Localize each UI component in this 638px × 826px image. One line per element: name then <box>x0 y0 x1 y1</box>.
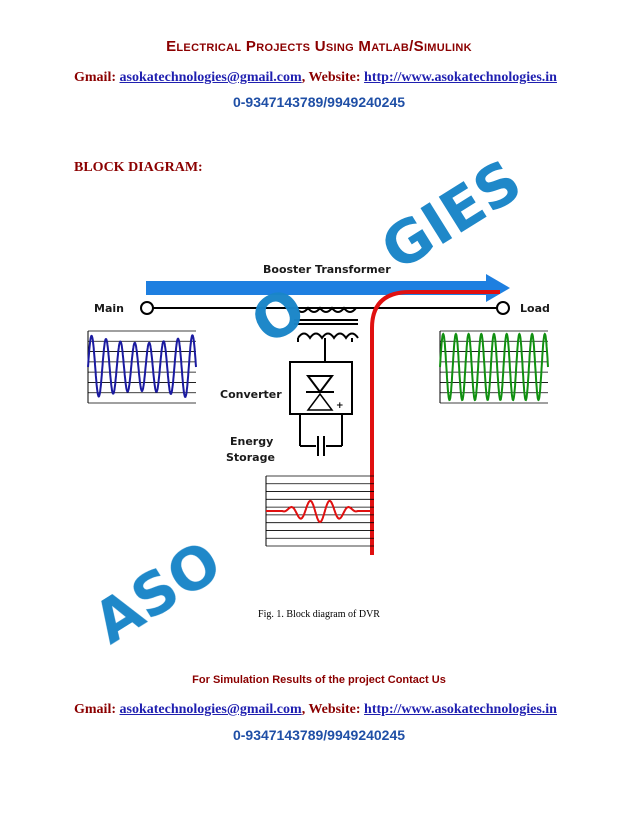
load-label: Load <box>520 302 550 315</box>
footer-email-link[interactable]: asokatechnologies@gmail.com <box>119 702 302 717</box>
footer-gmail-label: Gmail: <box>74 702 116 717</box>
converter-label: Converter <box>220 388 282 401</box>
section-heading: BLOCK DIAGRAM: <box>74 160 203 175</box>
email-link[interactable]: asokatechnologies@gmail.com <box>119 70 302 85</box>
transformer-coils <box>294 306 359 362</box>
load-wave-trace <box>439 332 549 402</box>
footer-contact-line: Gmail: asokatechnologies@gmail.com, Webs… <box>74 702 557 717</box>
footer-phone: 0-9347143789/9949240245 <box>232 727 406 743</box>
header-contact-line: Gmail: asokatechnologies@gmail.com, Webs… <box>74 70 557 85</box>
energy-label-line2: Storage <box>226 451 275 464</box>
svg-text:+: + <box>336 401 344 411</box>
footer-website-link[interactable]: http://www.asokatechnologies.in <box>364 702 557 717</box>
converter-block: + <box>289 361 353 456</box>
injection-path <box>370 290 500 555</box>
simulation-note: For Simulation Results of the project Co… <box>192 674 446 686</box>
main-terminal <box>140 301 154 315</box>
footer-website-label: Website: <box>308 702 361 717</box>
load-waveform <box>439 330 549 404</box>
figure-caption: Fig. 1. Block diagram of DVR <box>258 609 380 620</box>
load-terminal <box>496 301 510 315</box>
booster-label: Booster Transformer <box>263 263 391 276</box>
main-waveform <box>87 330 197 404</box>
website-label: Website: <box>308 70 361 85</box>
gmail-label: Gmail: <box>74 70 116 85</box>
website-link[interactable]: http://www.asokatechnologies.in <box>364 70 557 85</box>
storage-wave-trace <box>266 499 374 523</box>
header-phone: 0-9347143789/9949240245 <box>232 94 406 110</box>
storage-waveform <box>265 475 374 547</box>
main-label: Main <box>94 302 124 315</box>
main-wave-trace <box>87 334 197 399</box>
energy-label-line1: Energy <box>230 435 273 448</box>
document-title: Electrical Projects Using Matlab/Simulin… <box>166 38 472 55</box>
